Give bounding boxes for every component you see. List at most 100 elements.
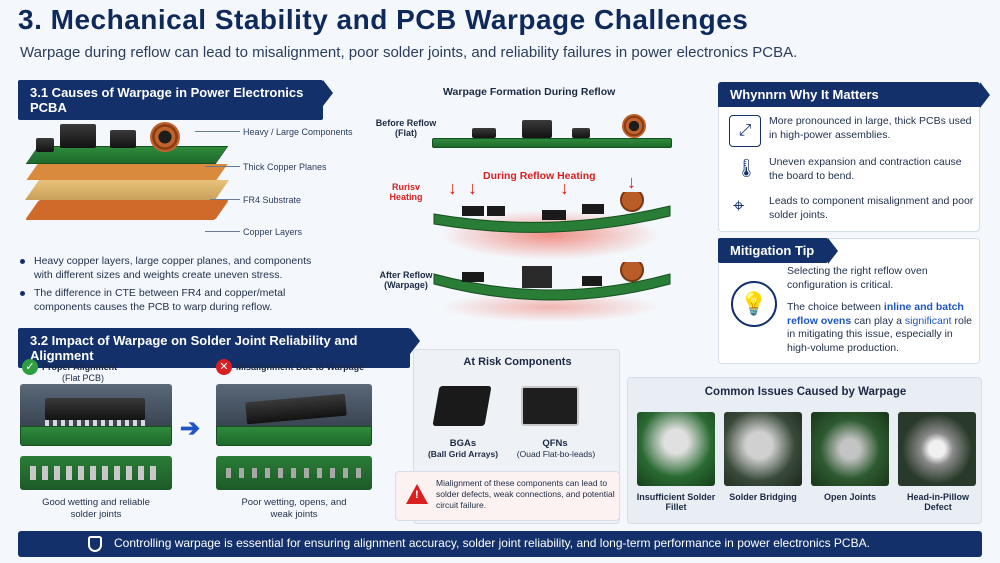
formation-title: Warpage Formation During Reflow	[443, 86, 616, 98]
misalignment-title: Misalignment Due to Warpage	[236, 362, 365, 372]
layer-label-components: Heavy / Large Components	[243, 127, 353, 137]
lightbulb-icon: 💡	[731, 281, 777, 327]
arrow-right-icon: ➔	[180, 415, 201, 442]
bga-subtitle: (Ball Grid Arrays)	[427, 449, 499, 459]
component	[472, 128, 496, 138]
mitigation-highlight: inline and batch reflow ovens	[787, 301, 964, 327]
during-reflow-label: During Reflow Heating	[483, 170, 596, 182]
insufficient-fillet-photo	[637, 412, 715, 486]
bga-title: BGAs	[449, 438, 477, 449]
common-issues-card: Common Issues Caused by Warpage Insuffic…	[627, 377, 982, 524]
pcb	[216, 426, 372, 446]
solder-bridging-photo	[724, 412, 802, 486]
why-item-text: Uneven expansion and contraction cause t…	[769, 156, 962, 182]
bullet-item: Heavy copper layers, large copper planes…	[20, 255, 320, 282]
small-component	[36, 138, 54, 152]
bullet-item: The difference in CTE between FR4 and co…	[20, 287, 320, 314]
check-icon: ✓	[22, 359, 38, 375]
mitigation-text: The choice between	[787, 301, 884, 313]
footer-text: Controlling warpage is essential for ens…	[114, 536, 870, 550]
why-item-text: Leads to component misalignment and poor…	[769, 195, 974, 221]
issue-label: Insufficient Solder Fillet	[636, 492, 716, 512]
bga-chip-image	[432, 386, 492, 426]
pcb	[20, 426, 172, 446]
qfn-chip-image	[521, 386, 579, 426]
warning-icon	[406, 484, 428, 504]
leader-line	[210, 199, 240, 200]
solder-leads	[45, 420, 145, 426]
mitigation-highlight: significant	[904, 314, 952, 327]
solder-joints	[30, 466, 162, 480]
component	[572, 128, 590, 138]
layer-label-copper-planes: Thick Copper Planes	[243, 162, 327, 172]
bullet-text: The difference in CTE between FR4 and co…	[34, 287, 286, 313]
inductor-coil	[622, 114, 646, 138]
poor-joints-photo	[216, 456, 372, 490]
thermometer-icon: 🌡	[735, 158, 758, 178]
proper-joints-photo	[20, 456, 172, 490]
mitigation-text: can play a	[851, 314, 905, 327]
common-issues-title: Common Issues Caused by Warpage	[704, 386, 907, 398]
open-joints-photo	[811, 412, 889, 486]
during-heating-side-label: Rurisv Heating	[389, 182, 423, 202]
misalignment-photo	[216, 384, 372, 446]
expand-arrows-icon: ⤢	[729, 115, 761, 147]
heat-arrow-icon: ↓	[627, 172, 636, 192]
chip	[45, 398, 145, 420]
issue-label: Solder Bridging	[729, 492, 797, 502]
mitigation-p2: The choice between inline and batch refl…	[787, 301, 975, 356]
mitigation-p1: Selecting the right reflow oven configur…	[787, 265, 928, 291]
proper-alignment-photo	[20, 384, 172, 446]
layer-label-copper-layers: Copper Layers	[243, 227, 303, 237]
leader-line	[205, 231, 240, 232]
layer-label-fr4: FR4 Substrate	[243, 195, 302, 205]
warning-text: Mialignment of these components can lead…	[436, 478, 615, 511]
heat-arrow-icon: ↓	[560, 178, 569, 198]
component	[110, 130, 136, 148]
copper-layer	[24, 200, 230, 220]
qfn-subtitle: (Ouad Flat-bo-leads)	[516, 449, 596, 459]
at-risk-title: At Risk Components	[463, 356, 572, 368]
proper-alignment-title: Proper Alignment	[42, 362, 118, 372]
proper-alignment-caption: Good wetting and reliable solder joints	[42, 497, 150, 521]
heat-arrow-icon: ↓	[448, 178, 457, 198]
fr4-layer	[24, 180, 230, 200]
crosshair-icon: ⌖	[733, 195, 745, 217]
warped-board-heating	[433, 192, 671, 233]
issue-label: Head-in-Pillow Defect	[906, 492, 969, 512]
qfn-title: QFNs	[542, 438, 568, 449]
mitigation-header: Mitigation Tip	[718, 238, 838, 264]
bullet-text: Heavy copper layers, large copper planes…	[34, 255, 312, 281]
page-subtitle: Warpage during reflow can lead to misali…	[20, 44, 798, 61]
misalignment-caption: Poor wetting, opens, and weak joints	[241, 497, 347, 521]
footer-banner: Controlling warpage is essential for ens…	[18, 531, 982, 557]
before-reflow-label: Before Reflow (Flat)	[375, 118, 437, 138]
bullet-dot	[20, 259, 25, 264]
why-it-matters-header: Whynnrn Why It Matters	[718, 82, 990, 108]
warped-board-after	[433, 262, 671, 301]
pcb-top-layer	[25, 146, 229, 164]
shield-icon	[88, 536, 102, 552]
heat-arrow-icon: ↓	[468, 178, 477, 198]
after-reflow-label: After Reflow (Warpage)	[379, 270, 433, 290]
inductor-coil	[150, 122, 180, 152]
flat-pcb	[432, 138, 672, 148]
mitigation-text: role in mitigating this issue, especiall…	[787, 314, 973, 354]
issue-label: Open Joints	[823, 492, 876, 502]
warning-icon-mark: !	[415, 489, 419, 501]
layer-stack-illustration	[20, 108, 240, 246]
error-icon: ✕	[216, 359, 232, 375]
page-title: 3. Mechanical Stability and PCB Warpage …	[18, 4, 749, 35]
copper-plane-layer	[26, 164, 228, 180]
head-in-pillow-photo	[898, 412, 976, 486]
why-item-text: More pronounced in large, thick PCBs use…	[769, 115, 972, 141]
warning-box: ! Mialignment of these components can le…	[395, 471, 620, 521]
leader-line	[195, 131, 240, 132]
component	[522, 120, 552, 138]
before-reflow-board	[432, 114, 672, 158]
leader-line	[205, 166, 240, 167]
mitigation-tip-card: Mitigation Tip 💡 Selecting the right ref…	[718, 238, 980, 364]
large-component	[60, 124, 96, 148]
why-it-matters-card: Whynnrn Why It Matters ⤢ More pronounced…	[718, 82, 990, 232]
bullet-dot	[20, 291, 25, 296]
